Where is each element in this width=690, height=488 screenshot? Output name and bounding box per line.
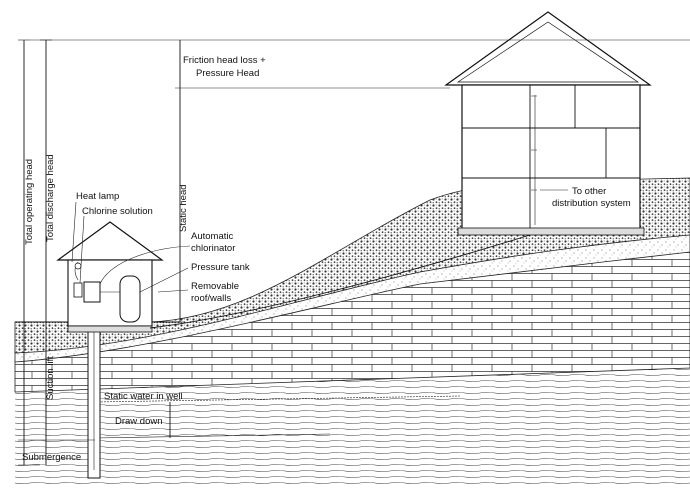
discharge-pipe — [149, 234, 531, 329]
pressure-tank-label: Pressure tank — [191, 262, 250, 273]
house — [444, 11, 652, 236]
chlorinator-leader — [99, 245, 191, 285]
draw-down-label: Draw down — [115, 416, 163, 427]
total-operating-head-label: Total operating head — [24, 159, 35, 245]
automatic-label: Automatic — [191, 231, 233, 242]
heat-lamp-leader — [71, 201, 77, 263]
roof-walls-label: roof/walls — [191, 293, 231, 304]
chlorine-solution-label: Chlorine solution — [82, 206, 153, 217]
submergence-label: Submergence — [22, 452, 81, 463]
static-water-label: Static water in well — [104, 391, 183, 402]
static-water-line — [94, 395, 461, 403]
total-discharge-head-label: Total discharge head — [45, 154, 56, 242]
static-head-label: Static head — [178, 184, 189, 232]
friction-head-loss-label: Friction head loss + — [183, 55, 266, 66]
removable-label: Removable — [191, 281, 239, 292]
roof-walls-leader — [157, 289, 189, 293]
drawdown-line — [94, 433, 331, 439]
aquifer-layer — [15, 365, 690, 488]
pressure-tank-leader — [139, 267, 189, 293]
suction-lift-label: Suction lift — [45, 356, 56, 400]
distribution-system-label: distribution system — [552, 198, 631, 209]
heat-lamp-label: Heat lamp — [76, 191, 119, 202]
to-other-label: To other — [572, 186, 606, 197]
pressure-head-label: Pressure Head — [196, 68, 259, 79]
chlorinator-label: chlorinator — [191, 243, 235, 254]
chlorine-leader — [79, 215, 85, 284]
